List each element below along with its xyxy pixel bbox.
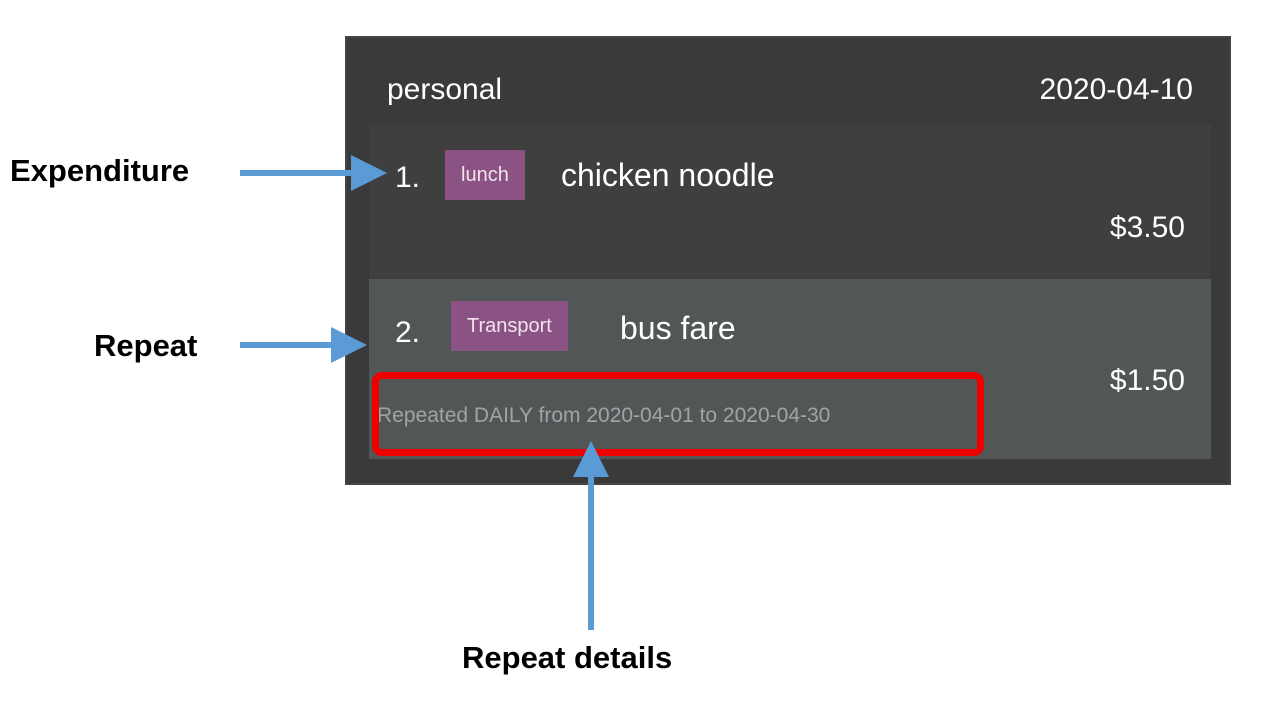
repeat-description: bus fare bbox=[620, 310, 736, 346]
repeat-details-highlight bbox=[372, 372, 984, 456]
annotation-repeat-label: Repeat bbox=[94, 328, 198, 363]
annotation-repeat-details-label: Repeat details bbox=[462, 640, 673, 675]
expenditure-description: chicken noodle bbox=[561, 157, 775, 193]
expenditure-amount: $3.50 bbox=[1109, 211, 1185, 244]
expenditure-list-panel: personal 2020-04-10 1. lunch chicken noo… bbox=[345, 36, 1231, 485]
expenditure-index: 1. bbox=[395, 161, 421, 194]
tag-badge: Transport bbox=[451, 301, 568, 351]
repeat-amount: $1.50 bbox=[1109, 364, 1185, 397]
repeat-details-text: Repeated DAILY from 2020-04-01 to 2020-0… bbox=[377, 404, 831, 427]
repeat-card[interactable]: 2. Transport bus fare $1.50 Repeated DAI… bbox=[369, 279, 1211, 459]
repeat-index: 2. bbox=[395, 316, 421, 349]
tag-badge: lunch bbox=[445, 150, 525, 200]
account-name: personal bbox=[387, 73, 503, 106]
panel-header: personal 2020-04-10 bbox=[347, 38, 1229, 124]
date-label: 2020-04-10 bbox=[1039, 73, 1193, 106]
annotation-expenditure-label: Expenditure bbox=[10, 153, 190, 188]
expenditure-card[interactable]: 1. lunch chicken noodle $3.50 bbox=[369, 124, 1211, 279]
